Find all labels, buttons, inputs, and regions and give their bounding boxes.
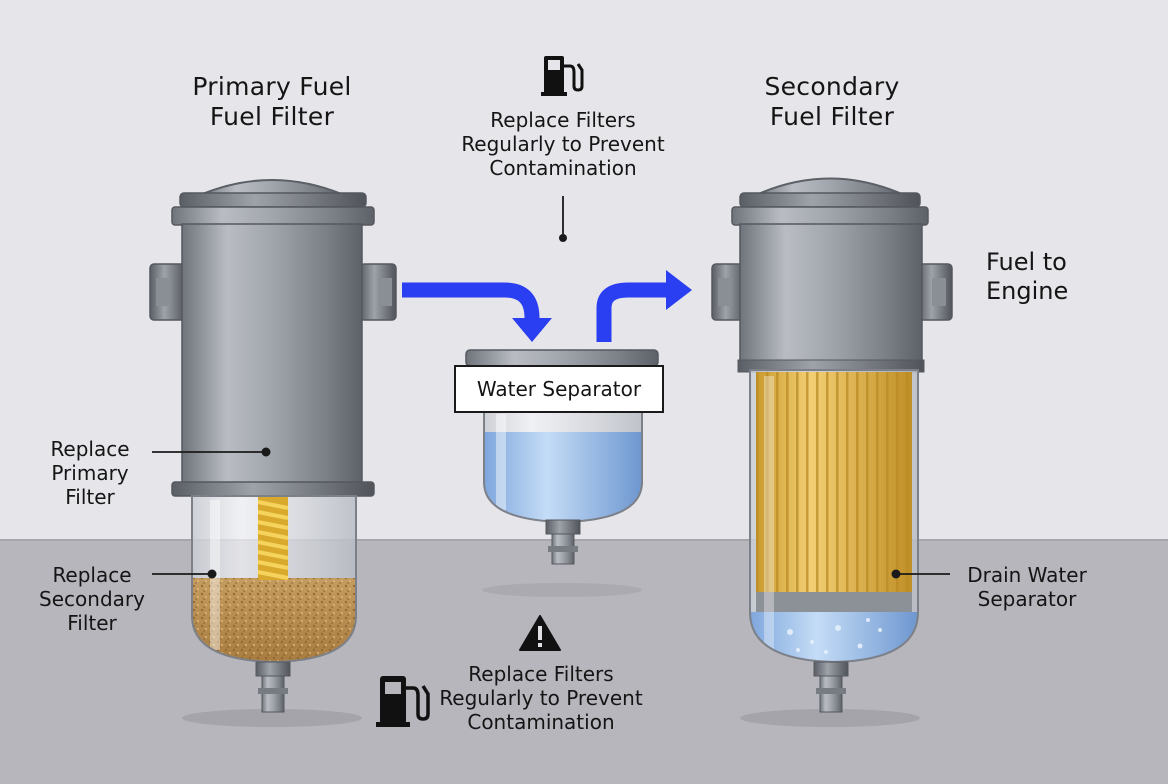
fuel-pump-icon-bottom [376,676,430,727]
bottom-maintenance-note: Replace Filters Regularly to Prevent Con… [439,662,643,734]
replace-primary-callout: Replace Primary Filter [50,437,130,509]
fuel-pump-icon [541,56,584,96]
flow-arrow-out [596,282,668,342]
primary-filter [149,179,397,713]
replace-secondary-callout: Replace Secondary Filter [39,563,145,635]
primary-filter-title: Primary Fuel Fuel Filter [192,72,352,131]
water-separator [465,349,659,565]
secondary-filter-title: Secondary Fuel Filter [764,72,900,131]
water-separator-label: Water Separator [454,365,664,413]
drain-water-callout: Drain Water Separator [967,563,1087,611]
warning-icon [519,615,561,651]
top-maintenance-note: Replace Filters Regularly to Prevent Con… [461,108,665,180]
fuel-to-engine-label: Fuel to Engine [986,248,1069,305]
secondary-filter [711,177,953,713]
flow-arrow-in [402,282,540,322]
